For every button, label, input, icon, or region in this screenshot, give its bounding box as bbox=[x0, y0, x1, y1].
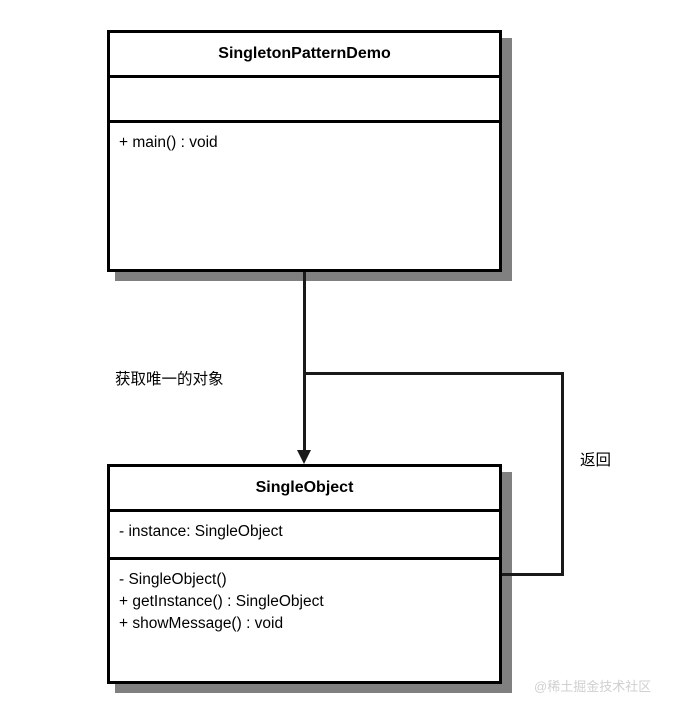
class-member: + showMessage() : void bbox=[119, 615, 284, 632]
attributes-compartment-singleton-pattern-demo bbox=[110, 78, 499, 123]
methods-compartment-single-object: - SingleObject() + getInstance() : Singl… bbox=[110, 560, 499, 681]
methods-compartment-singleton-pattern-demo: + main() : void bbox=[110, 123, 499, 269]
attributes-compartment-single-object: - instance: SingleObject bbox=[110, 512, 499, 560]
return-path-top-segment bbox=[305, 372, 564, 375]
class-member: - instance: SingleObject bbox=[119, 523, 283, 540]
return-path-right-segment bbox=[561, 372, 564, 576]
return-path-bottom-segment bbox=[500, 573, 564, 576]
class-member: - SingleObject() bbox=[119, 571, 227, 588]
class-name-singleton-pattern-demo: SingletonPatternDemo bbox=[110, 33, 499, 78]
class-box-single-object[interactable]: SingleObject - instance: SingleObject - … bbox=[107, 464, 502, 684]
class-member: + main() : void bbox=[119, 134, 218, 151]
class-member: + getInstance() : SingleObject bbox=[119, 593, 324, 610]
association-line-vertical bbox=[303, 272, 306, 452]
edge-label-get-unique-object: 获取唯一的对象 bbox=[115, 371, 224, 388]
watermark-text: @稀土掘金技术社区 bbox=[534, 679, 652, 694]
class-name-single-object: SingleObject bbox=[110, 467, 499, 512]
class-box-singleton-pattern-demo[interactable]: SingletonPatternDemo + main() : void bbox=[107, 30, 502, 272]
arrowhead-down-icon bbox=[297, 450, 311, 464]
edge-label-return: 返回 bbox=[580, 452, 612, 469]
